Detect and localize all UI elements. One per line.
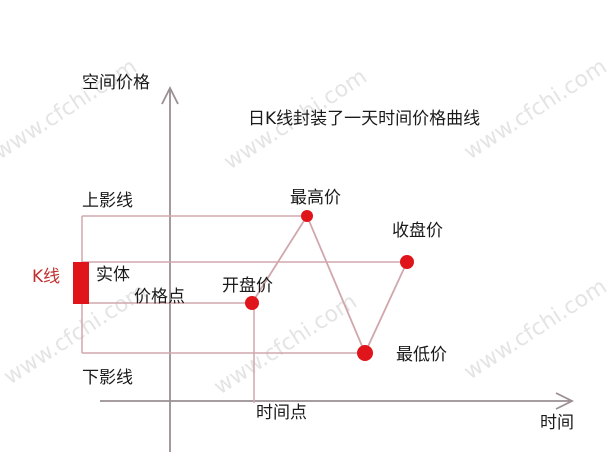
lower-shadow-label: 下影线 <box>82 368 133 388</box>
kline-label: K线 <box>32 267 60 287</box>
price-curve <box>251 214 408 356</box>
low-price-label: 最低价 <box>396 345 447 365</box>
price-points <box>245 210 414 361</box>
upper-shadow-label: 上影线 <box>82 191 133 211</box>
watermark: www.cfchi.com <box>460 274 612 385</box>
watermark: www.cfchi.com <box>210 289 362 400</box>
y-axis-label: 空间价格 <box>82 73 150 93</box>
guide-lines <box>81 215 407 403</box>
close-price-label: 收盘价 <box>392 221 443 241</box>
y-axis-arrow <box>161 85 179 105</box>
time-point-label: 时间点 <box>256 403 307 423</box>
watermark: www.cfchi.com <box>460 54 612 165</box>
price-point-label: 价格点 <box>134 287 185 307</box>
axes <box>100 85 575 452</box>
low-price-dot <box>357 345 373 361</box>
x-axis-arrow <box>555 392 575 410</box>
high-price-dot <box>301 210 313 222</box>
watermark: www.cfchi.com <box>0 54 142 165</box>
x-axis-label: 时间 <box>540 413 574 433</box>
kline-body <box>73 262 89 304</box>
body-label: 实体 <box>96 265 130 285</box>
close-price-dot <box>400 255 414 269</box>
watermarks: www.cfchi.com www.cfchi.com www.cfchi.co… <box>0 54 612 400</box>
open-price-label: 开盘价 <box>222 276 273 296</box>
high-price-label: 最高价 <box>290 188 341 208</box>
diagram-title: 日K线封装了一天时间价格曲线 <box>248 109 480 129</box>
open-price-dot <box>245 296 259 310</box>
